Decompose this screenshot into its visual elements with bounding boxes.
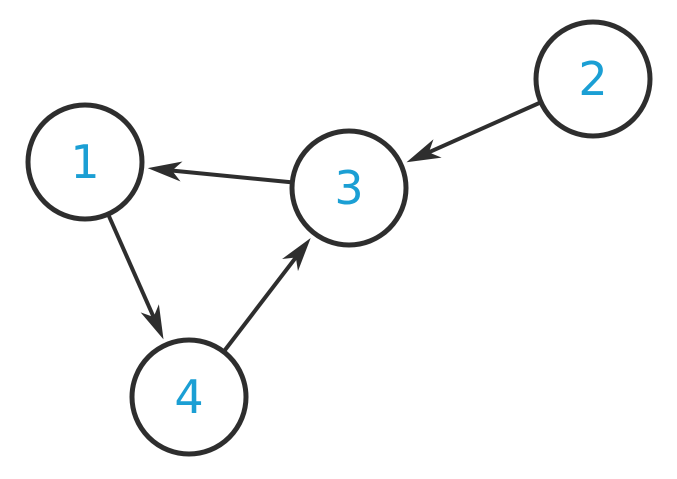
graph-edge-4-3	[222, 255, 298, 353]
node-label-1: 1	[70, 135, 99, 189]
graph-edge-2-3	[427, 100, 542, 155]
graph-edge-1-4	[106, 213, 156, 319]
graph-node-4	[129, 337, 249, 457]
arrowhead-icon	[282, 238, 311, 272]
arrowhead-icon	[140, 304, 164, 340]
graph-node-2	[533, 19, 653, 139]
node-label-3: 3	[334, 161, 363, 215]
graph-node-3	[289, 128, 409, 248]
node-label-2: 2	[578, 52, 607, 106]
node-label-4: 4	[174, 370, 203, 424]
graph-node-1	[25, 102, 145, 222]
arrowhead-icon	[147, 161, 183, 182]
graph-edge-3-1	[171, 168, 293, 185]
arrowhead-icon	[406, 139, 442, 163]
